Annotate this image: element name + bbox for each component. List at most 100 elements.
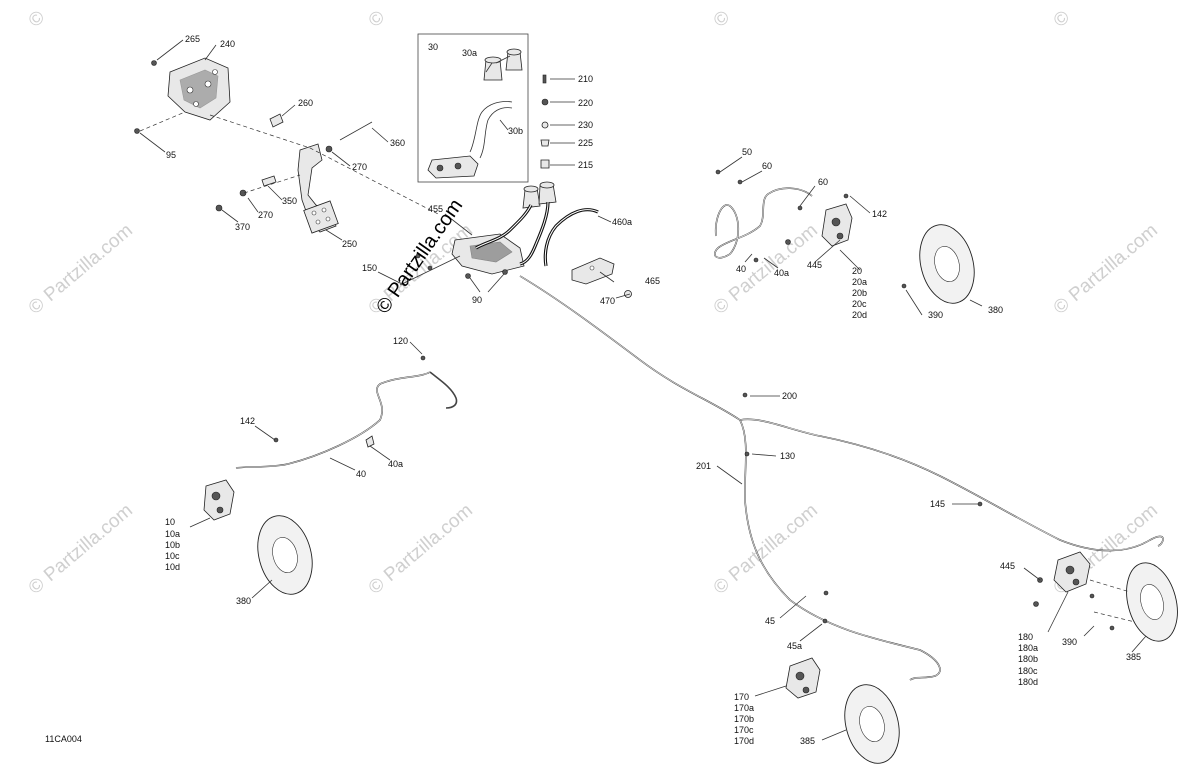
callout-label: 20: [852, 266, 862, 276]
callout-label: 200: [782, 391, 797, 401]
callout-label: 455: [428, 204, 443, 214]
callout-label: 95: [166, 150, 176, 160]
callout-label: 40: [736, 264, 746, 274]
callout-label: 370: [235, 222, 250, 232]
leader-lines: [139, 39, 1147, 741]
callout-labels: 265 240 95 260 360 270 270 350 370 250 3…: [165, 34, 1141, 746]
callout-label: 220: [578, 98, 593, 108]
callout-label: 270: [352, 162, 367, 172]
callout-label: 40a: [774, 268, 789, 278]
fastener-stack: [540, 74, 550, 169]
callout-label: 45: [765, 616, 775, 626]
watermark: ©: [710, 7, 734, 32]
callout-label: 445: [1000, 561, 1015, 571]
callout-label: 201: [696, 461, 711, 471]
pedal-bracket: [134, 57, 231, 134]
master-cylinder: [399, 181, 557, 286]
center-watermark: © Partzilla.com: [372, 195, 467, 318]
callout-label: 180: [1018, 632, 1033, 642]
watermark: ©Partzilla.com: [1050, 220, 1162, 319]
disc-left-front: [257, 515, 313, 595]
watermark: ©: [25, 7, 49, 32]
callout-label: 215: [578, 160, 593, 170]
callout-label: 170d: [734, 736, 754, 746]
watermark: ©Partzilla.com: [25, 220, 137, 319]
callout-label: 170: [734, 692, 749, 702]
svg-text:Partzilla.com: Partzilla.com: [1065, 220, 1162, 306]
callout-label: 30b: [508, 126, 523, 136]
callout-label: 120: [393, 336, 408, 346]
callout-label: 20c: [852, 299, 867, 309]
callout-label: 170b: [734, 714, 754, 724]
callout-label: 380: [988, 305, 1003, 315]
callout-label: 265: [185, 34, 200, 44]
callout-label: 385: [1126, 652, 1141, 662]
callout-label: 225: [578, 138, 593, 148]
callout-label: 170a: [734, 703, 754, 713]
callout-label: 180d: [1018, 677, 1038, 687]
svg-text:Partzilla.com: Partzilla.com: [40, 500, 137, 586]
callout-label: 260: [298, 98, 313, 108]
callout-label: 385: [800, 736, 815, 746]
pedal-dashed-axis: [139, 111, 441, 216]
inset-box: [417, 33, 529, 183]
svg-text:©: ©: [25, 7, 49, 32]
right-front-brake-line: [714, 169, 849, 263]
callout-label: 40a: [388, 459, 403, 469]
callout-label: 142: [240, 416, 255, 426]
callout-label: 45a: [787, 641, 802, 651]
callout-label: 142: [872, 209, 887, 219]
callout-label: 30a: [462, 48, 477, 58]
reservoir-hoses: [475, 201, 599, 267]
callout-label: 90: [472, 295, 482, 305]
watermark: ©Partzilla.com: [710, 500, 822, 599]
callout-label: 145: [930, 499, 945, 509]
watermark: ©Partzilla.com: [25, 500, 137, 599]
callout-label: 210: [578, 74, 593, 84]
callout-label: 465: [645, 276, 660, 286]
callout-label: 10c: [165, 551, 180, 561]
svg-text:©: ©: [1050, 7, 1074, 32]
svg-text:©: ©: [710, 7, 734, 32]
callout-label: 150: [362, 263, 377, 273]
mounting-bracket-465: [571, 257, 632, 298]
callout-label: 360: [390, 138, 405, 148]
callout-label: 10b: [165, 540, 180, 550]
callout-label: 250: [342, 239, 357, 249]
callout-label: 445: [807, 260, 822, 270]
disc-right-rear: [1089, 562, 1178, 642]
callout-label: 20b: [852, 288, 867, 298]
caliper-left-front: [203, 479, 235, 521]
svg-text:Partzilla.com: Partzilla.com: [725, 500, 822, 586]
callout-label: 240: [220, 39, 235, 49]
watermark: ©Partzilla.com: [365, 500, 477, 599]
callout-label: 390: [1062, 637, 1077, 647]
callout-label: 40: [356, 469, 366, 479]
main-brake-line: [519, 275, 1164, 681]
callout-label: 130: [780, 451, 795, 461]
callout-label: 470: [600, 296, 615, 306]
callout-label: 180c: [1018, 666, 1038, 676]
watermark: ©Partzilla.com: [710, 220, 822, 319]
callout-label: 60: [762, 161, 772, 171]
callout-label: 170c: [734, 725, 754, 735]
callout-label: 20d: [852, 310, 867, 320]
callout-label: 30: [428, 42, 438, 52]
callout-label: 180a: [1018, 643, 1038, 653]
watermark: ©: [1050, 7, 1074, 32]
callout-label: 350: [282, 196, 297, 206]
diagram-code: 11CA004: [45, 734, 82, 744]
callout-label: 50: [742, 147, 752, 157]
watermark: ©: [365, 7, 389, 32]
caliper-right-rear: [1033, 551, 1091, 607]
callout-label: 390: [928, 310, 943, 320]
callout-label: 380: [236, 596, 251, 606]
callout-label: 10d: [165, 562, 180, 572]
callout-label: 60: [818, 177, 828, 187]
callout-label: 270: [258, 210, 273, 220]
callout-label: 460a: [612, 217, 632, 227]
svg-text:Partzilla.com: Partzilla.com: [40, 220, 137, 306]
caliper-left-rear: [785, 657, 821, 699]
svg-text:Partzilla.com: Partzilla.com: [380, 500, 477, 586]
disc-left-rear: [844, 684, 900, 764]
